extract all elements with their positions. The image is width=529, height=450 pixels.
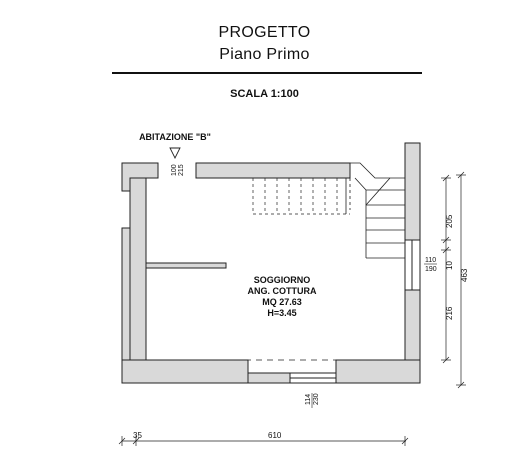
entry-width: 100 bbox=[171, 164, 178, 176]
bottom-dimension-line bbox=[118, 436, 409, 446]
wall-bottom-mid bbox=[247, 372, 291, 384]
staircase bbox=[345, 162, 405, 259]
dim-bottom-left: 35 bbox=[133, 431, 142, 440]
dim-right-mid: 10 bbox=[445, 261, 454, 270]
wall-bottom-left bbox=[121, 359, 249, 384]
bottom-window-width: 114 bbox=[305, 394, 312, 405]
entry-height: 215 bbox=[178, 164, 185, 176]
dim-bottom-main: 610 bbox=[268, 431, 282, 440]
bottom-window-height: 230 bbox=[313, 393, 320, 405]
wall-top-right bbox=[195, 162, 351, 179]
title-rule bbox=[112, 72, 422, 74]
unit-label: ABITAZIONE "B" bbox=[139, 132, 211, 142]
room-function: ANG. COTTURA bbox=[248, 286, 317, 296]
bottom-window bbox=[289, 372, 337, 384]
right-window bbox=[404, 239, 421, 291]
dim-right-top: 205 bbox=[445, 214, 454, 228]
wall-left-inner bbox=[129, 177, 147, 361]
dim-right-total: 463 bbox=[460, 268, 469, 282]
right-window-height: 190 bbox=[425, 266, 437, 273]
drawing-title: PROGETTO bbox=[218, 24, 311, 41]
right-dimension-lines bbox=[441, 171, 466, 389]
right-window-width: 110 bbox=[425, 257, 436, 264]
interior-partition bbox=[145, 262, 227, 269]
room-area: MQ 27.63 bbox=[262, 297, 302, 307]
scale-label: SCALA 1:100 bbox=[230, 88, 299, 100]
room-name: SOGGIORNO bbox=[254, 275, 311, 285]
wall-bottom-right bbox=[335, 359, 421, 384]
entry-arrow-icon bbox=[169, 147, 181, 160]
drawing-subtitle: Piano Primo bbox=[219, 46, 310, 63]
dim-right-bottom: 216 bbox=[445, 306, 454, 320]
wall-right bbox=[404, 142, 421, 241]
stair-steps-dashed bbox=[252, 178, 350, 215]
room-height: H=3.45 bbox=[267, 308, 296, 318]
